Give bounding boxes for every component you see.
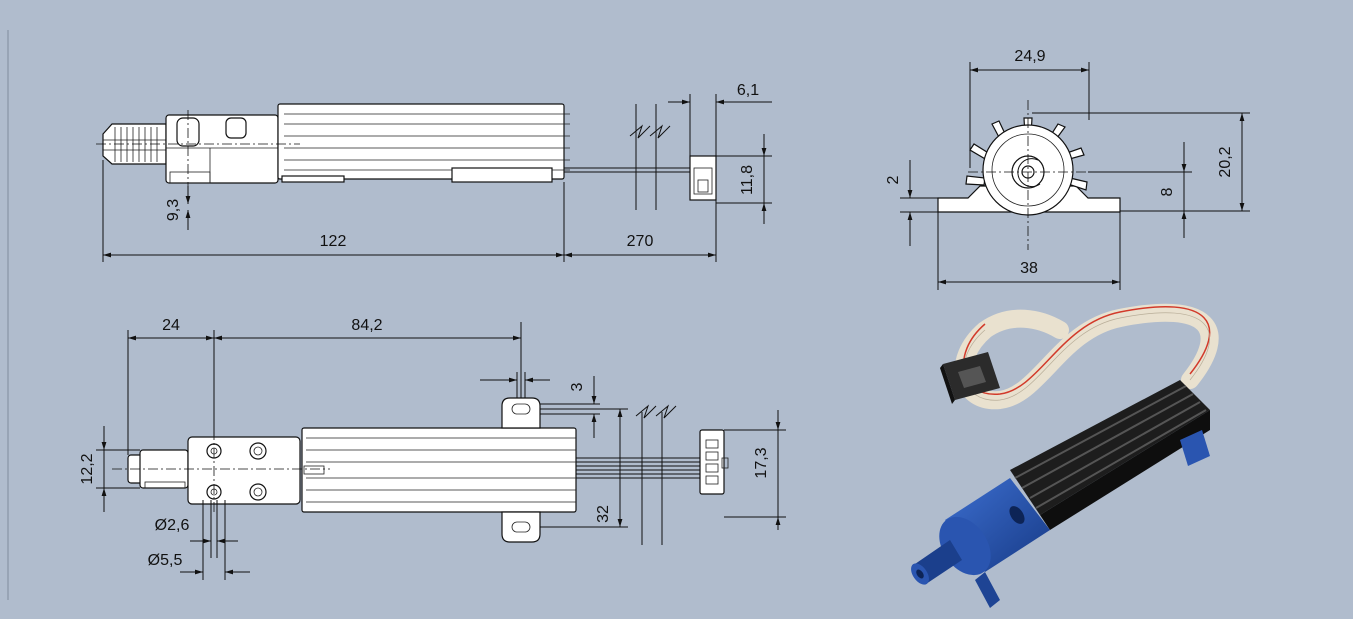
side-view-break xyxy=(641,412,663,545)
dim-3: 3 xyxy=(480,372,600,438)
dim-label-24: 24 xyxy=(162,317,180,334)
dim-dia-2-6: Ø2,6 xyxy=(155,500,238,558)
side-view-ribbon-cable xyxy=(576,457,700,479)
dim-label-84-2: 84,2 xyxy=(351,317,382,334)
dim-label-32: 32 xyxy=(595,505,612,523)
dim-dia-5-5: Ø5,5 xyxy=(148,500,250,580)
side-view-fins xyxy=(306,437,576,503)
dim-label-20-2: 20,2 xyxy=(1217,146,1234,177)
dim-label-6-1: 6,1 xyxy=(737,82,759,99)
end-view: 24,9 20,2 8 2 38 xyxy=(885,48,1250,290)
dim-label-38: 38 xyxy=(1020,260,1038,277)
dim-12-2: 12,2 xyxy=(79,426,140,512)
dim-270: 270 xyxy=(564,233,716,258)
dim-label-2: 2 xyxy=(885,175,902,184)
side-view-body xyxy=(301,427,577,513)
dim-label-24-9: 24,9 xyxy=(1014,48,1045,65)
dim-6-1: 6,1 xyxy=(668,82,772,156)
dim-32: 32 xyxy=(540,408,628,528)
dim-122: 122 xyxy=(102,160,717,262)
dim-label-11-8: 11,8 xyxy=(739,165,756,195)
side-view-screws xyxy=(206,442,267,501)
top-view-shaft-knurl xyxy=(103,127,166,162)
dim-label-17-3: 17,3 xyxy=(753,447,770,478)
side-view-tab-bottom xyxy=(501,511,541,543)
top-view-mount-tab xyxy=(451,167,553,183)
side-view-tab-top xyxy=(501,397,541,429)
top-view-foot xyxy=(281,175,345,183)
top-view-break xyxy=(635,104,657,210)
dim-label-3: 3 xyxy=(569,382,586,391)
side-view-flange xyxy=(187,436,301,505)
dim-38: 38 xyxy=(937,212,1121,290)
dim-label-9-3: 9,3 xyxy=(165,199,182,221)
photo-heatsink xyxy=(1010,380,1210,530)
side-view: 24 84,2 3 32 xyxy=(79,317,786,580)
dim-label-8: 8 xyxy=(1159,187,1176,196)
dim-84-2: 84,2 xyxy=(214,317,521,341)
photo-shaft xyxy=(911,540,962,585)
dim-label-dia-2-6: Ø2,6 xyxy=(155,517,190,534)
dim-2: 2 xyxy=(885,160,938,246)
dim-24: 24 xyxy=(127,317,522,455)
dim-11-8: 11,8 xyxy=(716,134,772,224)
dim-label-12-2: 12,2 xyxy=(79,453,96,484)
photo-mount-bracket xyxy=(1180,430,1210,466)
potentiometer-photo xyxy=(911,303,1219,608)
dim-8: 8 xyxy=(1088,142,1192,238)
dim-17-3: 17,3 xyxy=(724,410,786,530)
top-view: 122 270 6,1 11,8 9,3 xyxy=(96,82,772,262)
dim-label-270: 270 xyxy=(627,233,654,250)
dim-label-122: 122 xyxy=(320,233,347,250)
top-view-slot-right xyxy=(225,117,247,139)
dim-24-9: 24,9 xyxy=(969,48,1090,168)
dim-9-3: 9,3 xyxy=(165,186,191,230)
dim-label-dia-5-5: Ø5,5 xyxy=(148,552,183,569)
photo-connector xyxy=(940,352,1000,404)
